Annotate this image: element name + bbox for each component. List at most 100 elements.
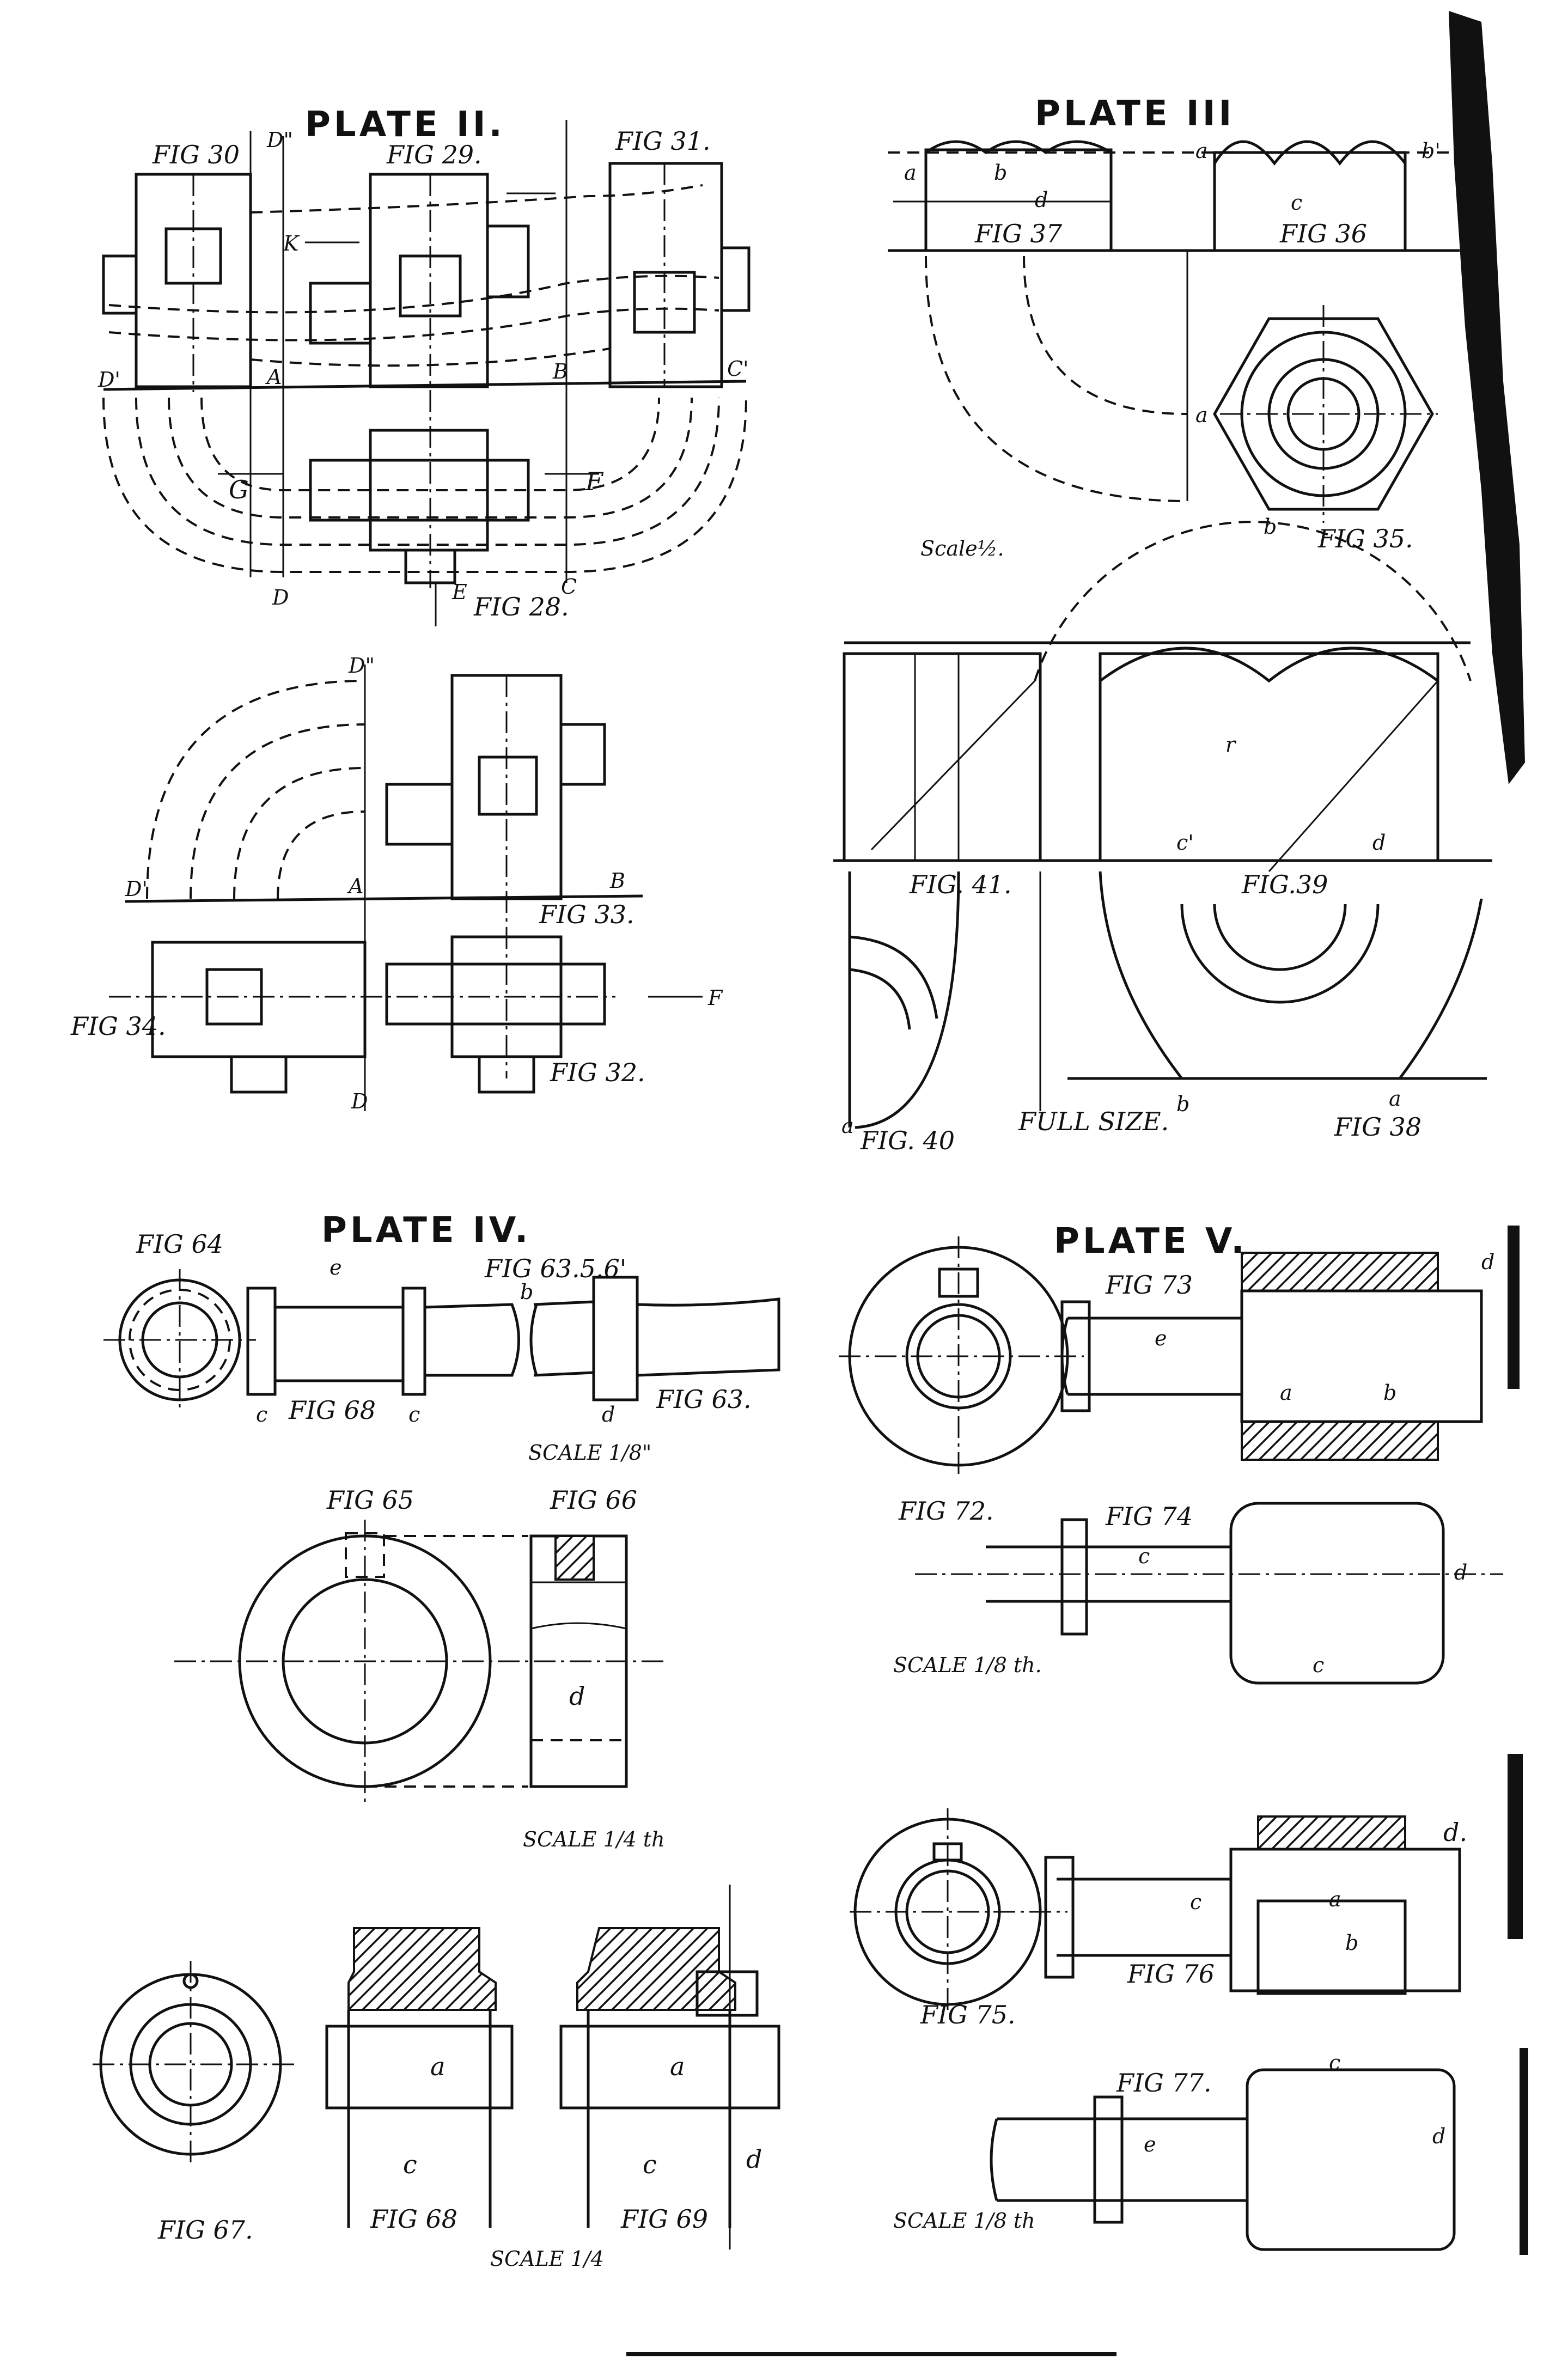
fig35-label-a: a [1195, 403, 1208, 427]
fig40-outline [848, 871, 960, 1129]
label-scale-quarter: SCALE 1/4 th [523, 1827, 665, 1851]
fig38-outline [1099, 871, 1483, 1080]
fig74-label-d: d [1454, 1561, 1467, 1584]
fig68b-hub-section [347, 1927, 497, 2011]
label-fig68: FIG 68 [288, 1395, 376, 1425]
fig38-bore-arc [1213, 904, 1347, 971]
fig69-label-a: a [670, 2052, 685, 2081]
label-full-size: FULL SIZE. [1018, 1107, 1169, 1136]
fig66-key [554, 1535, 595, 1581]
fig73-top-section [1241, 1252, 1439, 1292]
fig28-boss [404, 548, 456, 584]
fig68-label-c-left: c [256, 1403, 267, 1427]
label-d-prime: D' [97, 368, 120, 392]
label-c: C [561, 575, 577, 599]
fig39-label-d: d [1372, 831, 1386, 855]
fig39-label-r: r [1225, 733, 1237, 757]
label-fig40: FIG. 40 [860, 1126, 955, 1155]
fig68-label-c-right: c [408, 1403, 420, 1427]
label-fig76: FIG 76 [1127, 1959, 1215, 1989]
label-fig69: FIG 69 [620, 2204, 708, 2234]
fig38-label-b: b [1176, 1092, 1189, 1116]
fig37-strip [924, 148, 1113, 252]
fig73-bottom-section [1241, 1421, 1439, 1461]
label-fig38: FIG 38 [1334, 1112, 1421, 1142]
fig74-label-c-lower: c [1313, 1653, 1324, 1677]
fig69-label-d: d [746, 2144, 762, 2174]
fig68-collar-right [401, 1287, 426, 1396]
fig69-label-c: c [643, 2150, 657, 2179]
label-d: D [272, 586, 289, 609]
label-fig63-dimension: FIG 63.5.6' [484, 1254, 626, 1283]
label-fig30: FIG 30 [152, 140, 240, 169]
fig33-boss [559, 723, 606, 786]
label-fig72: FIG 72. [898, 1496, 994, 1526]
label-d-double-prime: D" [266, 128, 293, 152]
fig36-strip [1213, 151, 1407, 252]
fig73-label-e: e [1155, 1326, 1167, 1350]
label-d-double-prime-b: D" [348, 654, 375, 678]
plate-iii-title: PLATE III [1035, 94, 1235, 134]
label-fig28: FIG 28. [473, 592, 569, 621]
fig37-label-a: a [904, 161, 917, 185]
fig74-label-c: c [1138, 1544, 1150, 1568]
plate-iv-title: PLATE IV. [321, 1210, 531, 1251]
fig63-label-b: b [520, 1280, 533, 1304]
fig34-boss [230, 1055, 288, 1094]
fig37-label-d: d [1035, 188, 1048, 212]
label-scale-half: Scale½. [920, 537, 1004, 560]
fig76-label-c: c [1190, 1890, 1201, 1914]
plate-ii: PLATE II. FIG 30 FIG 29. FIG 31. D" K [70, 105, 751, 1113]
fig76-label-a: a [1329, 1887, 1341, 1911]
scan-edge-shadow [626, 11, 1528, 2356]
label-fig37: FIG 37 [974, 219, 1063, 248]
fig33-square [478, 755, 538, 816]
label-fig36: FIG 36 [1279, 219, 1367, 248]
fig76-boss [1229, 1848, 1461, 1992]
label-a-b: A [347, 874, 363, 898]
label-e: E [452, 580, 467, 604]
label-fig77: FIG 77. [1116, 2068, 1212, 2098]
label-b: B [552, 359, 568, 383]
fig63-collar [592, 1276, 639, 1401]
fig75-hub [894, 1858, 1001, 1965]
label-scale-quarter-b: SCALE 1/4 [490, 2247, 604, 2271]
fig35-label-b: b [1264, 515, 1277, 539]
label-f: F [585, 467, 604, 496]
plate-v-title: PLATE V. [1054, 1221, 1248, 1261]
fig68b-label-c: c [403, 2150, 417, 2179]
fig32-arms [385, 962, 606, 1026]
fig63-label-d: d [602, 1403, 615, 1427]
fig73-label-a: a [1280, 1381, 1292, 1405]
label-d-prime-b: D' [125, 877, 148, 901]
fig76-section [1257, 1815, 1406, 1850]
label-fig75: FIG 75. [920, 2000, 1016, 2029]
label-fig29: FIG 29. [386, 140, 482, 169]
svg-text:K: K [283, 231, 300, 255]
label-fig41: FIG. 41. [909, 870, 1012, 899]
label-fig65: FIG 65 [326, 1485, 414, 1515]
label-a: A [265, 365, 282, 389]
fig31-boss [720, 246, 751, 312]
label-b-b: B [609, 869, 625, 893]
fig68-shaft [273, 1306, 405, 1382]
plate-ii-title: PLATE II. [305, 105, 505, 145]
fig39-elevation [1099, 652, 1439, 862]
fig73-boss [1240, 1289, 1483, 1423]
fig36-label-c: c [1291, 191, 1302, 215]
fig74-boss [1229, 1502, 1445, 1685]
label-fig68b: FIG 68 [370, 2204, 457, 2234]
label-scale-eighth: SCALE 1/8" [528, 1441, 651, 1465]
ground-line [103, 380, 747, 391]
fig39-label-c-prime: c' [1176, 831, 1194, 855]
fig29-arm-left [309, 282, 372, 345]
plate-iv: PLATE IV. FIG 64 c c e FIG 68 b d FIG 63… [93, 1210, 780, 2271]
label-fig64: FIG 64 [136, 1229, 223, 1259]
fig69-shaft [559, 2025, 780, 2110]
label-c-prime: C' [727, 357, 749, 381]
fig40-label-a: a [841, 1114, 854, 1138]
fig35-hexagon [1213, 317, 1434, 511]
fig77-label-e: e [1144, 2132, 1156, 2156]
fig30-boss [102, 254, 138, 315]
